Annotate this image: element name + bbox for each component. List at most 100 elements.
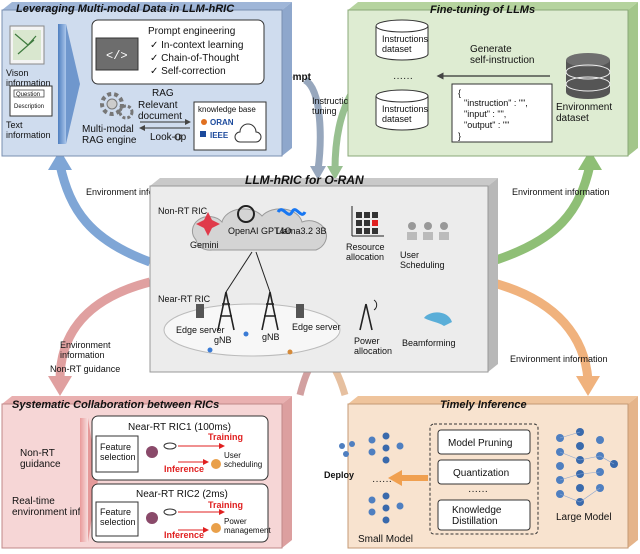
prompt-item-2: ✓ Chain-of-Thought: [150, 53, 239, 64]
method-pruning: Model Pruning: [448, 438, 512, 449]
edge-server-label-1: Edge server: [176, 325, 225, 335]
deploy-arrow: Deploy: [324, 441, 355, 480]
label-env-left: Environment information: [86, 187, 184, 197]
label-env-right: Environment information: [512, 187, 610, 197]
label-env-right-bottom: Environment information: [510, 354, 608, 364]
large-model-icon: [556, 428, 618, 506]
dataset-dots: ······: [393, 73, 413, 84]
large-model-label: Large Model: [556, 512, 612, 523]
kb-oran: ORAN: [210, 118, 234, 127]
panel-collab: Systematic Collaboration between RICs No…: [1, 396, 292, 549]
method-quantization: Quantization: [453, 468, 509, 479]
inference-label-1: Inference: [164, 464, 204, 474]
rag-label: RAG: [152, 88, 174, 99]
model-openai: OpenAI GPT4O: [228, 226, 292, 236]
deploy-label: Deploy: [324, 470, 354, 480]
arrow-prompt: [302, 76, 324, 171]
json-input: "input" : "",: [464, 109, 506, 119]
panel-center: LLM-hRIC for O-RAN Non-RT RIC Gemini Ope…: [149, 173, 498, 373]
nn-icon-2: [146, 512, 158, 524]
small-model-icon-2: [368, 492, 404, 524]
panel-title-multimodal: Leveraging Multi-modal Data in LLM-hRIC: [16, 3, 235, 15]
edge-server-icon-1: [196, 304, 204, 318]
ric1-label: Near-RT RIC1 (100ms): [128, 422, 231, 433]
beamforming-label: Beamforming: [402, 338, 456, 348]
small-model-icon-1: [368, 432, 404, 464]
lookup-label: Look-up: [150, 132, 187, 143]
code-icon: </>: [106, 49, 128, 63]
small-model-dots: ······: [372, 476, 392, 487]
arrow-env-to-collab: [55, 277, 152, 381]
prompt-item-3: ✓ Self-correction: [150, 66, 226, 77]
gear-icon-small: [211, 523, 221, 533]
database-icon: [375, 19, 429, 61]
database-icon: [375, 89, 429, 131]
panel-timely: Timely Inference Model Pruning Quantizat…: [347, 396, 638, 549]
ric2-label: Near-RT RIC2 (2ms): [136, 489, 228, 500]
panel-title-collab: Systematic Collaboration between RICs: [12, 399, 219, 411]
json-instruction: "instruction" : "",: [464, 98, 528, 108]
methods-dots: ······: [468, 486, 488, 497]
nn-icon-1: [146, 446, 158, 458]
gear-icon-small: [211, 459, 221, 469]
nearrt-label: Near-RT RIC: [158, 294, 211, 304]
arrow-env-to-multimodal: [55, 164, 152, 267]
nonrt-label: Non-RT RIC: [158, 206, 208, 216]
svg-text:Question: Question: [16, 92, 40, 98]
json-output: "output" : "": [464, 120, 509, 130]
arrow-env-to-timely: [488, 277, 593, 381]
panel-multimodal: Leveraging Multi-modal Data in LLM-hRIC …: [1, 2, 292, 157]
power-tower-icon: [359, 299, 378, 331]
inference-label-2: Inference: [164, 530, 204, 540]
model-gemini: Gemini: [190, 240, 219, 250]
gnb-label-1: gNB: [214, 335, 232, 345]
training-label-1: Training: [208, 432, 243, 442]
svg-text:{: {: [458, 88, 461, 98]
panel-title-timely: Timely Inference: [440, 399, 527, 411]
gear-icon: [100, 92, 134, 120]
svg-text:Description: Description: [14, 104, 44, 110]
model-llama: Llama3.2 3B: [276, 226, 327, 236]
tower-icon-1: [217, 291, 235, 331]
prompt-title: Prompt engineering: [148, 26, 235, 37]
tower-icon-2: [261, 291, 279, 331]
label-nonrt-guidance-arrow: Non-RT guidance: [50, 364, 120, 374]
beam-icon: [424, 312, 452, 326]
label-prompt: Prompt: [276, 72, 312, 83]
edge-server-icon-2: [296, 304, 304, 318]
gemini-logo: [196, 212, 220, 236]
arrow-env-to-finetune: [488, 164, 595, 267]
edge-server-label-2: Edge server: [292, 322, 341, 332]
training-label-2: Training: [208, 500, 243, 510]
panel-title-center: LLM-hRIC for O-RAN: [245, 173, 364, 187]
kb-ieee: IEEE: [210, 131, 229, 140]
cloud-icon: [234, 123, 262, 143]
meta-logo: [276, 208, 307, 216]
gnb-label-2: gNB: [262, 332, 280, 342]
panel-title-finetune: Fine-tuning of LLMs: [430, 4, 535, 16]
openai-logo: [237, 205, 255, 223]
small-model-label: Small Model: [358, 534, 413, 545]
